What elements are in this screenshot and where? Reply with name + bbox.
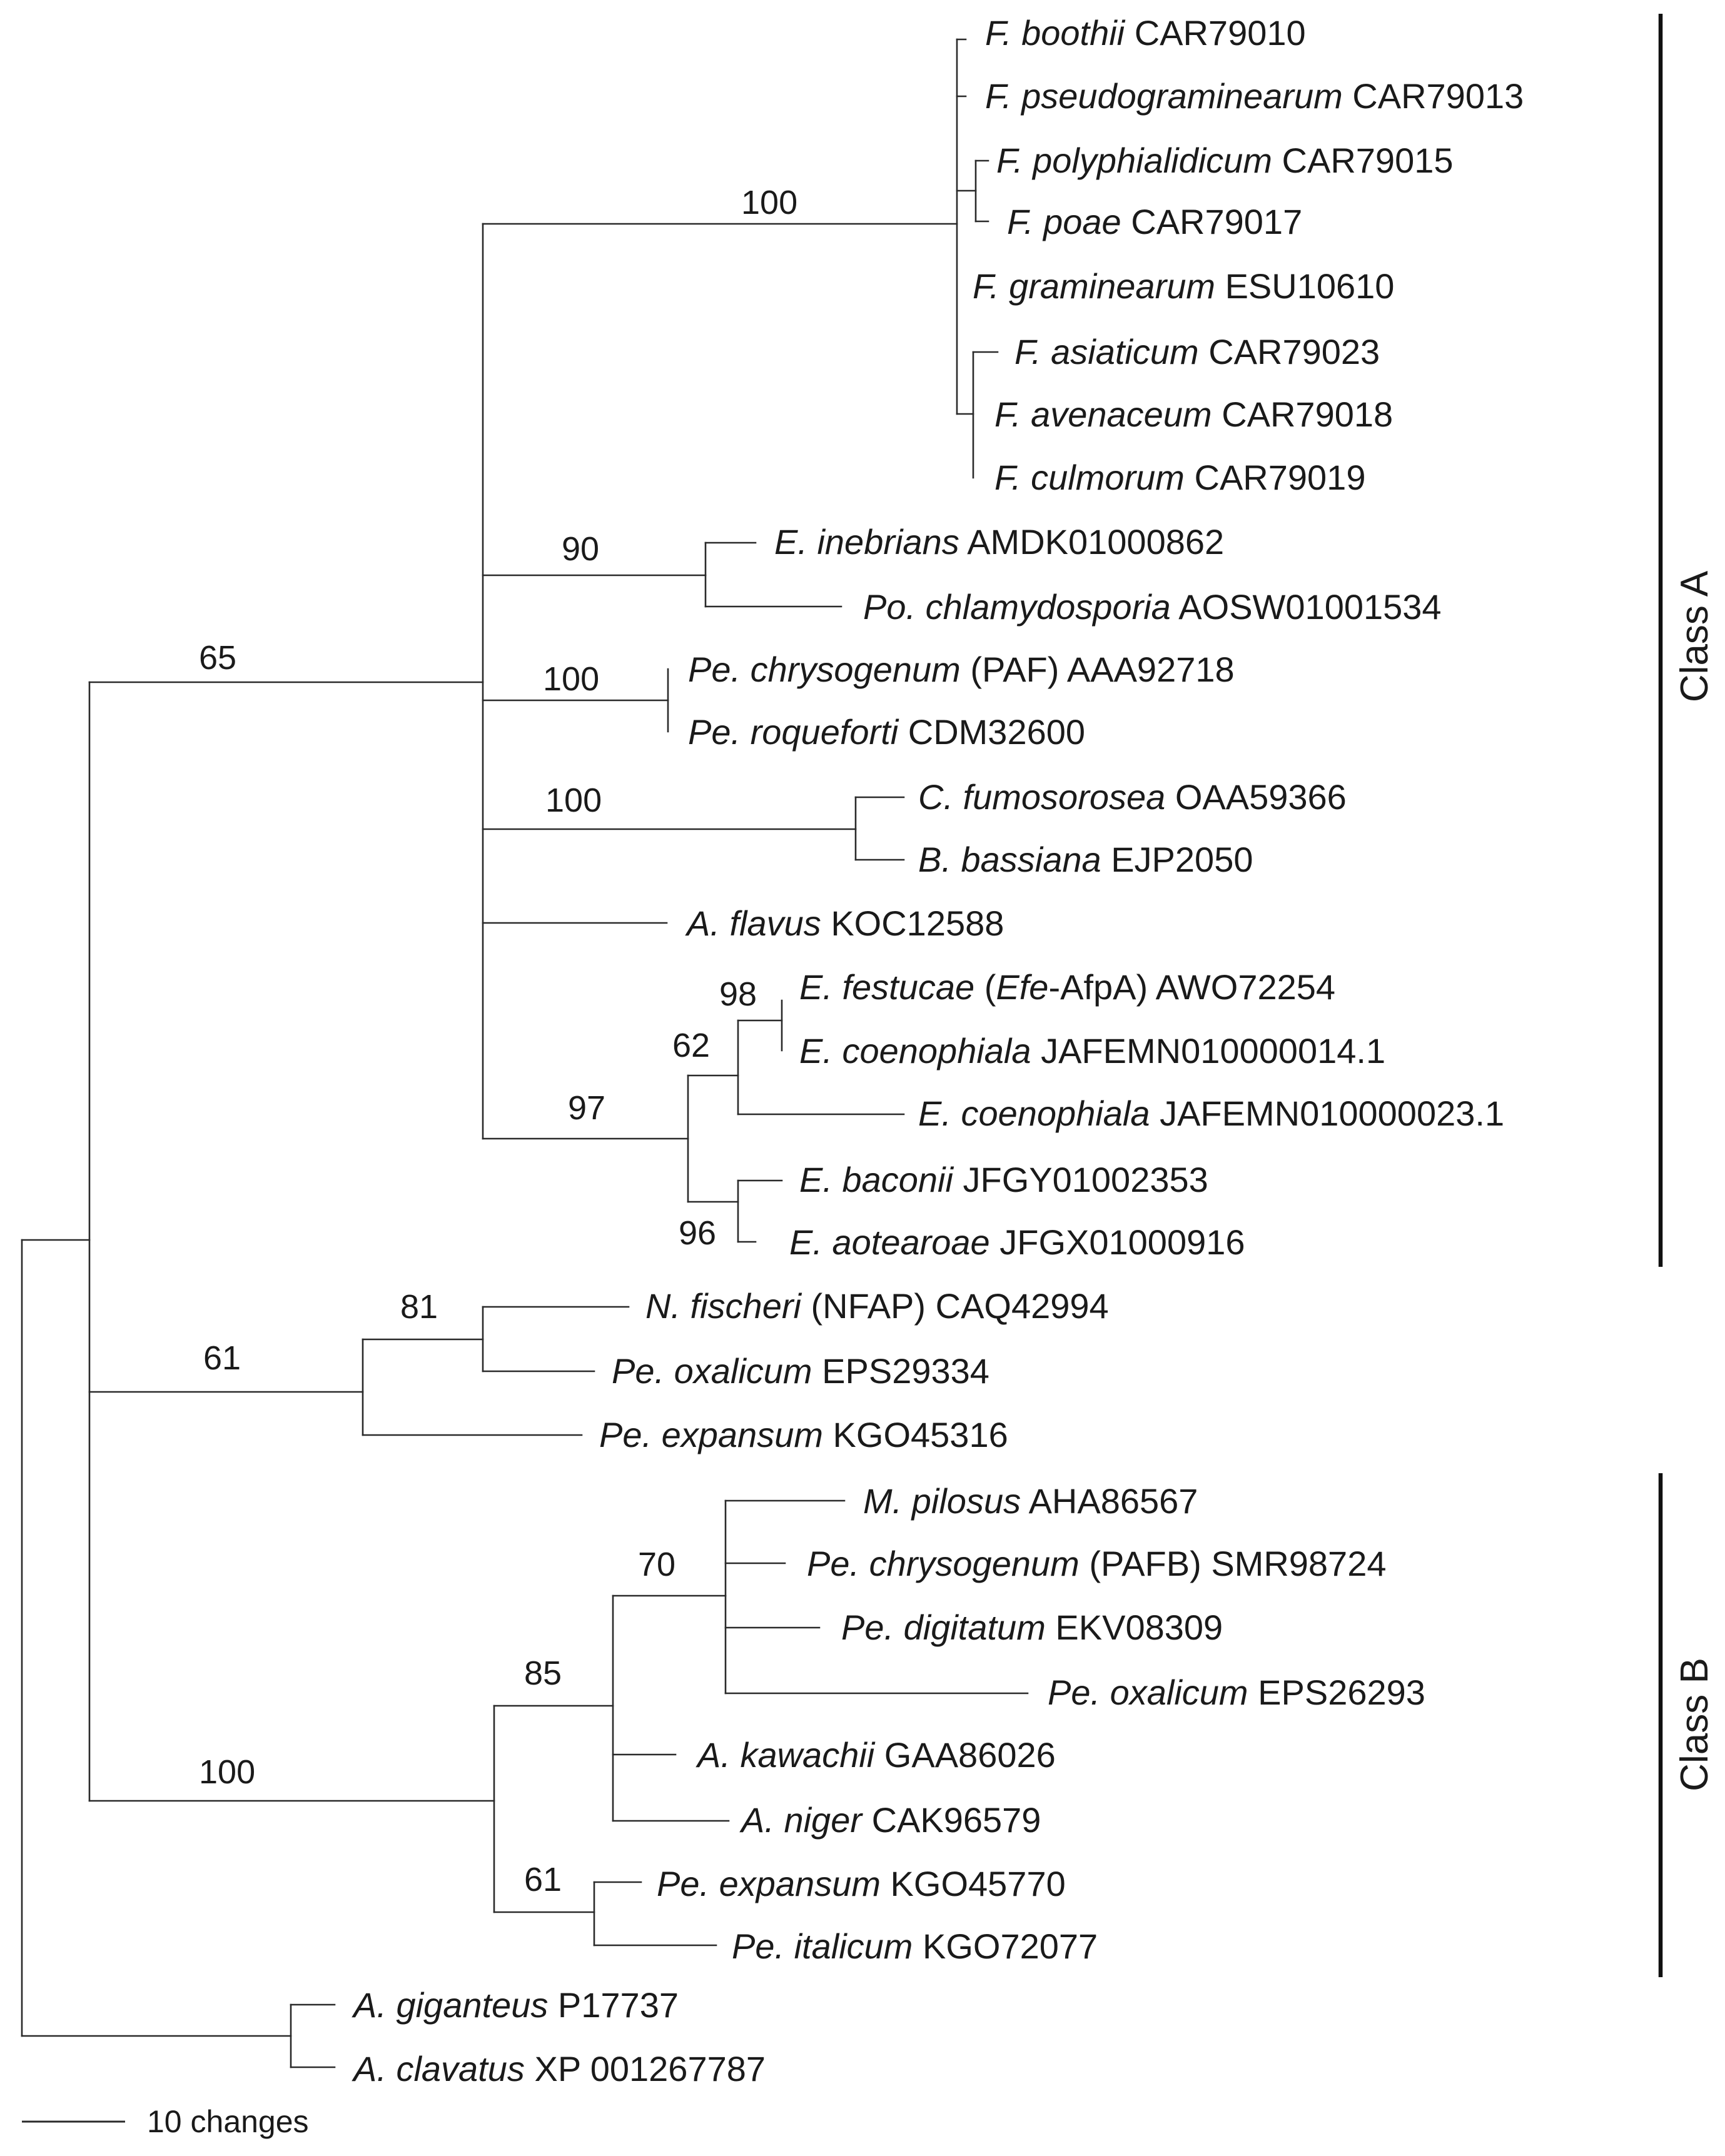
bootstrap-classA-root: 65 xyxy=(199,639,236,677)
leaf-label-culmorum: F. culmorum CAR79019 xyxy=(994,458,1365,497)
leaf-label-cfumo: C. fumosorosea OAA59366 xyxy=(918,777,1347,817)
scale-bar-label: 10 changes xyxy=(147,2104,309,2139)
leaf-label-boothii: F. boothii CAR79010 xyxy=(985,13,1306,53)
leaf-label-pedigit: Pe. digitatum EKV08309 xyxy=(841,1608,1223,1647)
leaf-label-polyphialidicum: F. polyphialidicum CAR79015 xyxy=(996,141,1454,180)
class-b-label: Class B xyxy=(1673,1658,1716,1791)
class-brackets: Class A Class B xyxy=(1658,14,1716,1977)
bootstrap-festucae-pair: 98 xyxy=(719,975,757,1013)
leaf-label-peital: Pe. italicum KGO72077 xyxy=(732,1927,1098,1966)
leaf-label-pechrys-paf: Pe. chrysogenum (PAF) AAA92718 xyxy=(688,650,1235,689)
leaf-label-nfisch: N. fischeri (NFAP) CAQ42994 xyxy=(645,1286,1109,1326)
bootstrap-nfisch-pair: 81 xyxy=(400,1288,438,1326)
tree-branches xyxy=(21,38,1029,2068)
class-a-label: Class A xyxy=(1673,570,1716,702)
leaf-label-pechrys-pafb: Pe. chrysogenum (PAFB) SMR98724 xyxy=(807,1544,1386,1583)
leaf-label-peroque: Pe. roqueforti CDM32600 xyxy=(688,712,1085,752)
leaf-label-pseudograminearum: F. pseudograminearum CAR79013 xyxy=(985,76,1524,116)
bootstrap-mpilosus-group: 70 xyxy=(638,1546,675,1583)
leaf-label-efestucae: E. festucae (Efe-AfpA) AWO72254 xyxy=(799,967,1335,1007)
leaf-label-avenaceum: F. avenaceum CAR79018 xyxy=(994,395,1393,434)
leaf-label-ebaconii: E. baconii JFGY01002353 xyxy=(799,1160,1208,1199)
leaf-label-ecoeno14: E. coenophiala JAFEMN010000014.1 xyxy=(799,1031,1385,1070)
bootstrap-nfap-group: 61 xyxy=(203,1339,241,1377)
leaf-label-bbass: B. bassiana EJP2050 xyxy=(918,840,1253,879)
leaf-label-poae: F. poae CAR79017 xyxy=(1007,202,1302,241)
bootstrap-epichloe: 97 xyxy=(568,1089,605,1127)
leaf-label-agigant: A. giganteus P17737 xyxy=(352,1985,679,2025)
scale-bar: 10 changes xyxy=(22,2104,309,2139)
bootstrap-inebrians: 90 xyxy=(562,530,599,568)
leaf-label-aniger: A. niger CAK96579 xyxy=(739,1800,1041,1840)
leaf-label-graminearum: F. graminearum ESU10610 xyxy=(973,266,1394,306)
bootstrap-values: 100 90 100 100 65 98 62 97 96 81 61 70 8… xyxy=(199,184,797,1898)
bootstrap-fusarium: 100 xyxy=(741,184,797,221)
leaf-label-ecoeno23: E. coenophiala JAFEMN010000023.1 xyxy=(918,1094,1504,1133)
leaf-label-asiaticum: F. asiaticum CAR79023 xyxy=(1014,332,1380,371)
leaf-label-mpilosus: M. pilosus AHA86567 xyxy=(863,1481,1198,1521)
bootstrap-classB-root: 100 xyxy=(199,1753,255,1791)
leaf-label-peexp2: Pe. expansum KGO45770 xyxy=(657,1864,1066,1903)
bootstrap-cordyceps: 100 xyxy=(545,782,602,819)
bootstrap-aspergillus-group: 85 xyxy=(524,1655,562,1692)
leaf-label-pochlamy: Po. chlamydosporia AOSW01001534 xyxy=(863,587,1442,627)
leaf-label-peoxal2: Pe. oxalicum EPS26293 xyxy=(1048,1673,1425,1712)
leaf-label-peexp1: Pe. expansum KGO45316 xyxy=(599,1415,1008,1454)
leaf-label-eaotea: E. aotearoae JFGX01000916 xyxy=(789,1222,1245,1262)
leaf-label-aclav: A. clavatus XP 001267787 xyxy=(352,2049,766,2088)
leaf-labels: F. boothii CAR79010 F. pseudograminearum… xyxy=(352,13,1524,2088)
leaf-label-aflavus: A. flavus KOC12588 xyxy=(685,904,1004,943)
bootstrap-expansum-pair: 61 xyxy=(524,1861,562,1898)
leaf-label-inebrians: E. inebrians AMDK01000862 xyxy=(774,522,1224,562)
leaf-label-akawachii: A. kawachii GAA86026 xyxy=(696,1735,1056,1775)
bootstrap-penicillium-paf: 100 xyxy=(543,660,599,698)
bootstrap-baconii-pair: 96 xyxy=(679,1214,716,1252)
bootstrap-coenophiala-group: 62 xyxy=(672,1027,710,1064)
leaf-label-peoxal1: Pe. oxalicum EPS29334 xyxy=(612,1351,989,1391)
